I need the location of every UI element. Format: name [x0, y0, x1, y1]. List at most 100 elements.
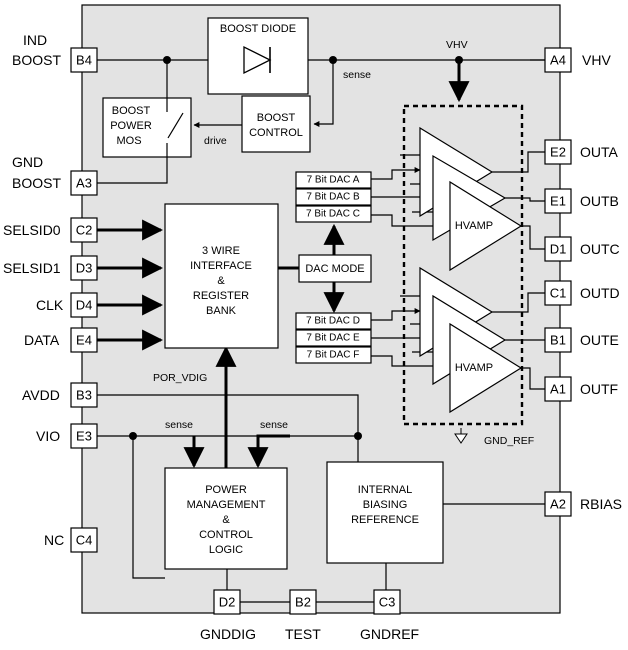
gndref-label: GNDREF — [360, 626, 419, 642]
dac-f-label: 7 Bit DAC F — [307, 350, 360, 361]
sense-boost-wire — [313, 60, 334, 127]
interface-line5: BANK — [206, 305, 237, 317]
chip-body — [81, 4, 561, 614]
power-management-block — [164, 467, 288, 570]
outa-label: OUTA — [580, 144, 619, 160]
diode-icon — [243, 45, 272, 75]
pin-c1-label: C1 — [550, 286, 567, 301]
pin-e1-label: E1 — [550, 194, 566, 209]
pin-e3-label: E3 — [76, 429, 92, 444]
interface-line3: & — [217, 275, 225, 287]
dac-c-box — [295, 205, 372, 223]
pin-b2-label: B2 — [295, 595, 311, 610]
dac-f-box — [295, 346, 372, 364]
pin-a1-label: A1 — [550, 382, 566, 397]
outb-label: OUTB — [580, 193, 619, 209]
pin-e4 — [70, 327, 98, 353]
amplifier-enclosure — [402, 104, 524, 426]
dac-c-label: 7 Bit DAC C — [306, 209, 360, 220]
avdd-label: AVDD — [22, 387, 60, 403]
gnd-boost-label-2: BOOST — [12, 175, 61, 191]
switch-icon — [166, 98, 184, 157]
pin-a1 — [544, 376, 572, 402]
pin-a4 — [544, 47, 572, 73]
pin-e4-label: E4 — [76, 333, 92, 348]
pin-c4-label: C4 — [76, 533, 93, 548]
dac-mode-label: DAC MODE — [305, 263, 364, 275]
pin-d1-label: D1 — [550, 242, 567, 257]
nc-label: NC — [44, 532, 64, 548]
test-label: TEST — [285, 626, 321, 642]
pin-d3 — [70, 255, 98, 281]
boost-mos-line1: BOOST — [112, 105, 151, 117]
pin-d1 — [544, 236, 572, 262]
pin-e3 — [70, 423, 98, 449]
outf-label: OUTF — [580, 381, 618, 397]
ground-icon — [454, 428, 468, 444]
sense-boost-label: sense — [343, 69, 371, 81]
oute-label: OUTE — [580, 332, 619, 348]
dac-c-wire — [371, 214, 451, 229]
bias-line2: BIASING — [363, 499, 408, 511]
hvamp-bottom-label: HVAMP — [455, 362, 493, 374]
vhv-internal-label: VHV — [446, 39, 468, 51]
interface-line1: 3 WIRE — [202, 245, 240, 257]
outc-wire — [521, 225, 545, 250]
boost-control-block — [241, 95, 311, 153]
boost-power-mos-block — [102, 97, 192, 158]
pin-a4-label: A4 — [550, 53, 566, 68]
boost-mos-line3: MOS — [116, 135, 141, 147]
pin-a2 — [544, 491, 572, 517]
outa-wire — [492, 151, 545, 173]
outd-label: OUTD — [580, 285, 620, 301]
boost-diode-label: BOOST DIODE — [220, 23, 296, 35]
pin-c2 — [70, 217, 98, 243]
power-line3: & — [222, 514, 230, 526]
power-line4: CONTROL — [199, 529, 253, 541]
sense-right-label: sense — [260, 419, 288, 431]
pin-b4 — [70, 47, 98, 73]
pin-b2 — [289, 589, 317, 615]
clk-label: CLK — [36, 297, 64, 313]
avdd-wire — [97, 394, 359, 436]
vio-label: VIO — [36, 428, 60, 444]
pin-a3 — [70, 170, 98, 196]
dac-a-box — [295, 171, 372, 189]
outf-wire — [521, 367, 545, 390]
pin-c3-label: C3 — [379, 595, 396, 610]
boost-control-line2: CONTROL — [249, 127, 303, 139]
outb-wire — [505, 197, 545, 202]
sense-right-arrow — [247, 434, 290, 469]
dac-a-wire — [371, 167, 421, 180]
pin-b3-label: B3 — [76, 388, 92, 403]
sense-left-label: sense — [165, 419, 193, 431]
gnd-boost-label-1: GND — [12, 154, 43, 170]
pin-c1 — [544, 280, 572, 306]
data-label: DATA — [24, 332, 60, 348]
pin-b1-label: B1 — [550, 333, 566, 348]
interface-line4: REGISTER — [193, 290, 249, 302]
pin-c3 — [373, 589, 401, 615]
interface-line2: INTERFACE — [190, 260, 252, 272]
dac-mode-block — [298, 254, 372, 283]
dac-e-box — [295, 329, 372, 347]
vhv-label: VHV — [582, 52, 611, 68]
dac-a-label: 7 Bit DAC A — [307, 175, 360, 186]
pin-a2-label: A2 — [550, 497, 566, 512]
dac-d-box — [295, 312, 372, 330]
dac-b-label: 7 Bit DAC B — [306, 192, 360, 203]
boost-control-line1: BOOST — [257, 112, 296, 124]
pin-d2 — [213, 589, 241, 615]
ind-boost-label-2: BOOST — [12, 52, 61, 68]
hvamp-top-label: HVAMP — [455, 220, 493, 232]
pin-d2-label: D2 — [219, 595, 236, 610]
pin-e2 — [544, 139, 572, 165]
dac-d-wire — [371, 308, 421, 321]
drive-label: drive — [204, 135, 227, 147]
gnddig-label: GNDDIG — [200, 626, 256, 642]
pin-d4-label: D4 — [76, 298, 93, 313]
pin-b3 — [70, 382, 98, 408]
biasing-reference-block — [326, 461, 444, 564]
por-vdig-label: POR_VDIG — [153, 372, 207, 384]
